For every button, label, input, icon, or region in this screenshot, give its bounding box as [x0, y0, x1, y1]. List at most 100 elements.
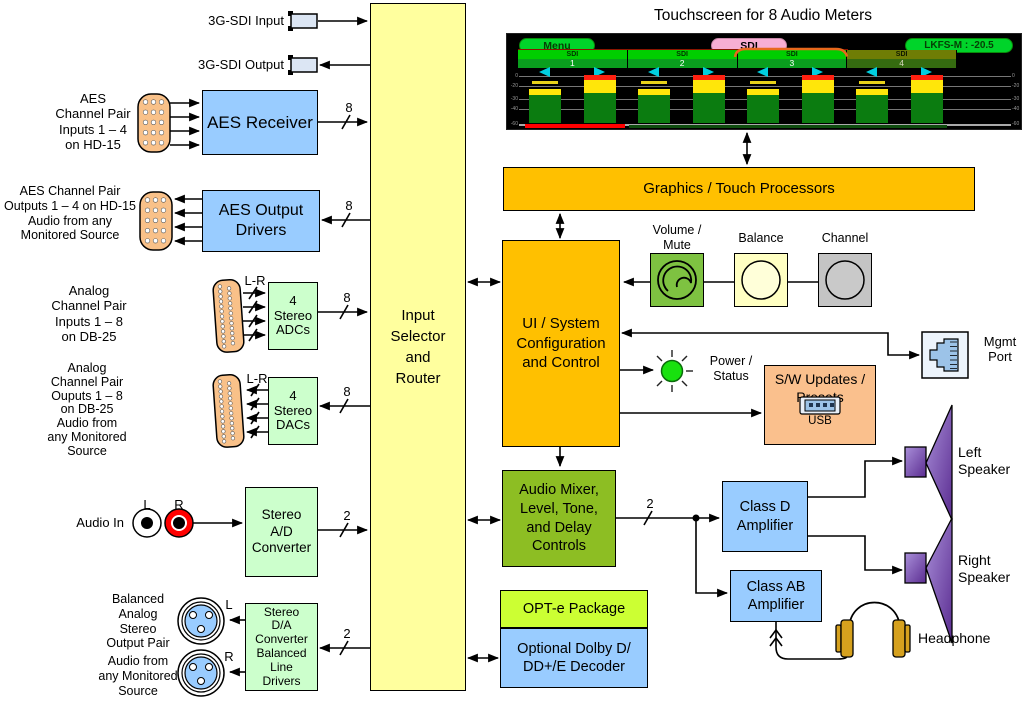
mgmt-port-label: Mgmt Port	[983, 334, 1017, 365]
meter-arrow-right[interactable]	[703, 67, 714, 77]
aes-receiver-box: AES Receiver	[202, 90, 318, 155]
sw-updates-label: S/W Updates / Presets	[774, 371, 866, 405]
meter-scale-tick-right: 0	[1012, 73, 1015, 79]
tab-number-label: 4	[847, 59, 956, 68]
sdi-output-connector-icon	[288, 55, 318, 75]
meter-scale-tick-right: -40	[1012, 106, 1020, 112]
meter-peak-mark	[750, 81, 776, 84]
class-d-amplifier-box: Class D Amplifier	[722, 481, 808, 552]
balance-knob[interactable]	[734, 253, 788, 307]
power-status-label: Power / Status	[709, 354, 753, 383]
analog-input-label: Analog Channel Pair Inputs 1 – 8 on DB-2…	[51, 283, 127, 344]
sw-updates-presets-box: S/W Updates / Presets	[764, 365, 876, 445]
lkfs-readout: LKFS-M : -20.5	[905, 38, 1013, 53]
meter-arrow-left[interactable]	[648, 67, 659, 77]
meter-arrow-right[interactable]	[594, 67, 605, 77]
ui-system-config-box: UI / System Configuration and Control	[502, 240, 620, 447]
mgmt-port-icon	[921, 331, 969, 379]
meter-bar-red	[584, 75, 616, 80]
xlr-jack-left-icon	[177, 597, 225, 645]
meter-bar-green	[911, 93, 943, 123]
meter-bar-yellow	[856, 89, 888, 95]
balanced-output-label: Balanced Analog Stereo Output Pair	[106, 592, 170, 651]
ad-converter-box: Stereo A/D Converter	[245, 487, 318, 577]
bus-label-adc: 8	[343, 290, 350, 305]
meter-bar-green	[747, 95, 779, 123]
meter-arrow-right[interactable]	[921, 67, 932, 77]
aes-output-drivers-box: AES Output Drivers	[202, 190, 320, 252]
meter-bar-green	[638, 95, 670, 123]
left-speaker-label: Left Speaker	[958, 444, 1011, 477]
rca-right-label: R	[174, 497, 184, 512]
tab-source-label: SDI	[627, 50, 737, 59]
sdi-input-connector-icon	[288, 11, 318, 31]
channel-knob[interactable]	[818, 253, 872, 307]
meter-arrow-left[interactable]	[757, 67, 768, 77]
power-status-led	[656, 350, 693, 392]
meter-bar-red	[911, 75, 943, 80]
tab-source-label: SDI	[518, 50, 627, 59]
meter-arrow-left[interactable]	[866, 67, 877, 77]
hd15-output-connector-icon	[139, 191, 173, 251]
meter-bar-yellow	[584, 80, 616, 93]
meter-scale-tick-left: 0	[515, 73, 518, 79]
meter-bar-green	[802, 93, 834, 123]
meter-underline-red	[525, 124, 625, 128]
meter-scale-tick-left: -60	[510, 121, 518, 127]
tab-number-label: 3	[737, 59, 847, 68]
audio-in-label: Audio In	[76, 515, 124, 530]
bus-label-mix: 2	[646, 496, 653, 511]
meter-bar-green	[856, 95, 888, 123]
meter-gridline	[519, 86, 1011, 87]
headphone-label: Headphone	[918, 630, 991, 646]
class-ab-amplifier-box: Class AB Amplifier	[730, 570, 822, 622]
rca-jack-right-icon	[164, 508, 194, 538]
meter-bar-red	[802, 75, 834, 80]
junction-dot	[692, 514, 700, 522]
bus-label-da: 2	[343, 626, 350, 641]
xlr-right-label: R	[224, 649, 234, 664]
tab-highlight-line	[518, 48, 848, 51]
left-speaker-icon	[904, 404, 953, 521]
meter-scale-tick-right: -20	[1012, 83, 1020, 89]
bus-label-ad: 2	[343, 508, 350, 523]
meter-scale-tick-right: -30	[1012, 96, 1020, 102]
tab-number-label: 2	[627, 59, 737, 68]
meter-bar-yellow	[529, 89, 561, 95]
right-speaker-icon	[904, 517, 953, 644]
page-title: Touchscreen for 8 Audio Meters	[654, 7, 872, 24]
lr-label-dac: L-R	[246, 371, 268, 386]
balance-label: Balance	[738, 231, 784, 245]
tab-source-label: SDI	[847, 50, 956, 59]
graphics-touch-processors-box: Graphics / Touch Processors	[503, 167, 975, 211]
meter-arrow-right[interactable]	[812, 67, 823, 77]
aes-input-label: AES Channel Pair Inputs 1 – 4 on HD-15	[55, 91, 131, 152]
volume-mute-knob[interactable]	[650, 253, 704, 307]
meter-peak-mark	[859, 81, 885, 84]
meter-scale-tick-left: -40	[510, 106, 518, 112]
meter-peak-mark	[641, 81, 667, 84]
adc-box: 4 Stereo ADCs	[268, 282, 318, 350]
sdi-output-label: 3G-SDI Output	[198, 57, 284, 72]
monitored-source-label: Audio from any Monitored Source	[98, 654, 178, 698]
meter-bar-green	[693, 93, 725, 123]
analog-output-label: Analog Channel Pair Ouputs 1 – 8 on DB-2…	[47, 361, 127, 458]
dolby-decoder-box: Optional Dolby D/ DD+/E Decoder	[500, 628, 648, 688]
da-converter-box: Stereo D/A Converter Balanced Line Drive…	[245, 603, 318, 691]
bus-label-aes-in: 8	[345, 100, 352, 115]
volume-mute-label: Volume / Mute	[652, 223, 702, 252]
input-selector-router-box: Input Selector and Router	[370, 3, 466, 691]
meter-arrow-left[interactable]	[539, 67, 550, 77]
sdi-input-label: 3G-SDI Input	[208, 13, 284, 28]
audio-mixer-box: Audio Mixer, Level, Tone, and Delay Cont…	[502, 470, 616, 567]
meter-bar-green	[529, 95, 561, 123]
meter-bar-yellow	[802, 80, 834, 93]
meter-peak-mark	[532, 81, 558, 84]
usb-label: USB	[808, 415, 832, 427]
